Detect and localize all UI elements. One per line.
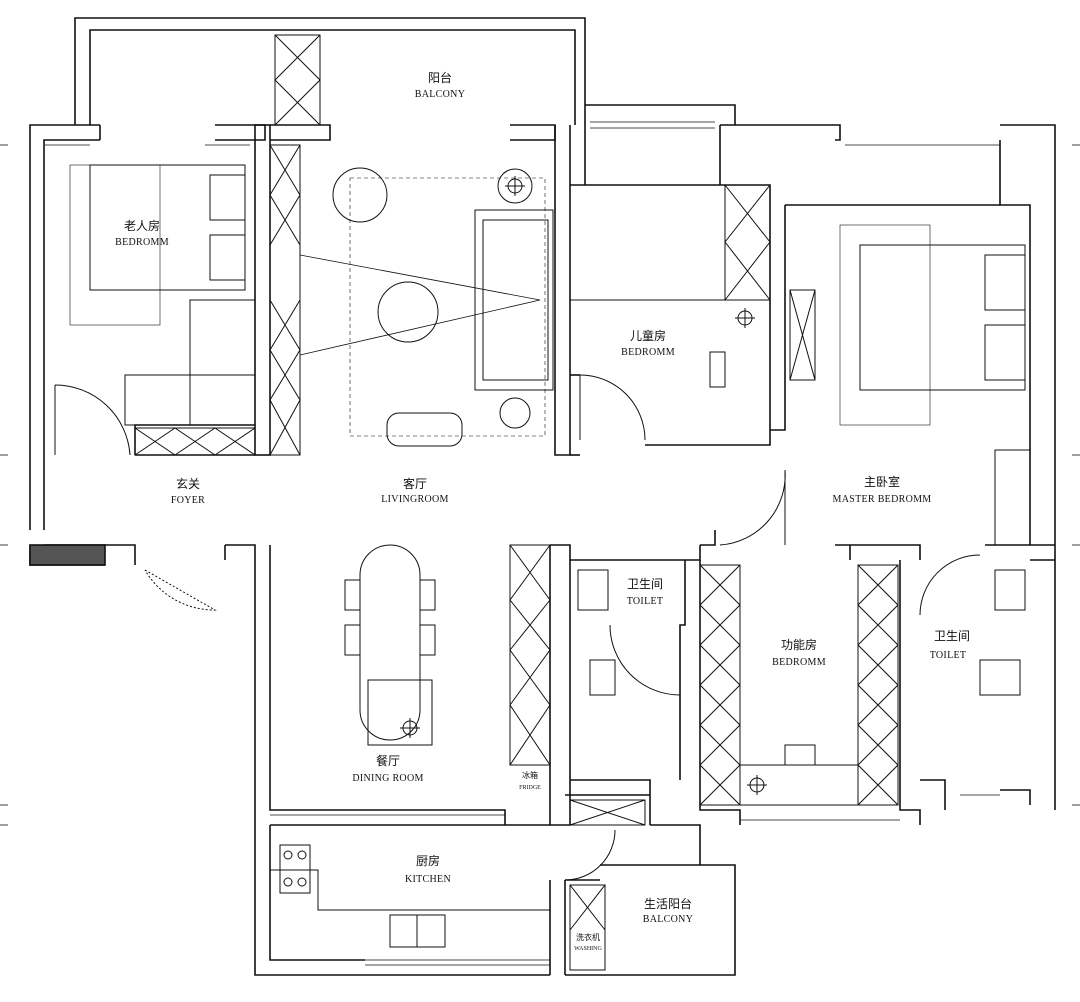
doors (54, 374, 981, 881)
kids-bedroom-label-cn: 儿童房 (630, 328, 666, 343)
foyer-label-cn: 玄关 (176, 476, 200, 491)
function-room-label-en: BEDROMM (772, 657, 826, 668)
elder-bedroom-label-en: BEDROMM (115, 237, 169, 248)
kids-bedroom-label-en: BEDROMM (621, 347, 675, 358)
furniture (69, 164, 1031, 948)
kitchen-label-cn: 厨房 (416, 853, 440, 868)
dining-room-label-cn: 餐厅 (376, 753, 400, 768)
windows (45, 121, 1000, 966)
washing-label-en: WASHING (574, 946, 602, 952)
room-labels: 阳台 BALCONY 老人房 BEDROMM 儿童房 BEDROMM 主卧室 M… (115, 70, 970, 952)
master-bedroom-label-en: MASTER BEDROMM (833, 494, 932, 505)
balcony-top-label-cn: 阳台 (428, 70, 452, 85)
toilet-1-label-en: TOILET (627, 596, 664, 607)
dining-room-label-en: DINING ROOM (352, 773, 423, 784)
toilet-2-label-en: TOILET (930, 650, 967, 661)
foyer-label-en: FOYER (171, 495, 205, 506)
service-balcony-label-cn: 生活阳台 (644, 896, 692, 911)
elder-bedroom-label-cn: 老人房 (124, 218, 160, 233)
light-fixtures (400, 176, 767, 795)
fridge-label-cn: 冰箱 (522, 770, 538, 780)
toilet-2-label-cn: 卫生间 (934, 629, 970, 643)
function-room-label-cn: 功能房 (781, 637, 817, 652)
living-room-label-en: LIVINGROOM (381, 494, 448, 505)
service-balcony-label-en: BALCONY (643, 914, 693, 925)
living-room-label-cn: 客厅 (403, 476, 427, 491)
balcony-top-label-en: BALCONY (415, 89, 465, 100)
kitchen-label-en: KITCHEN (405, 874, 451, 885)
fridge-label-en: FRIDGE (519, 785, 541, 791)
master-bedroom-label-cn: 主卧室 (864, 474, 900, 489)
cabinets (134, 34, 899, 971)
toilet-1-label-cn: 卫生间 (627, 577, 663, 591)
edge-ticks (0, 144, 1080, 826)
washing-label-cn: 洗衣机 (576, 932, 600, 942)
